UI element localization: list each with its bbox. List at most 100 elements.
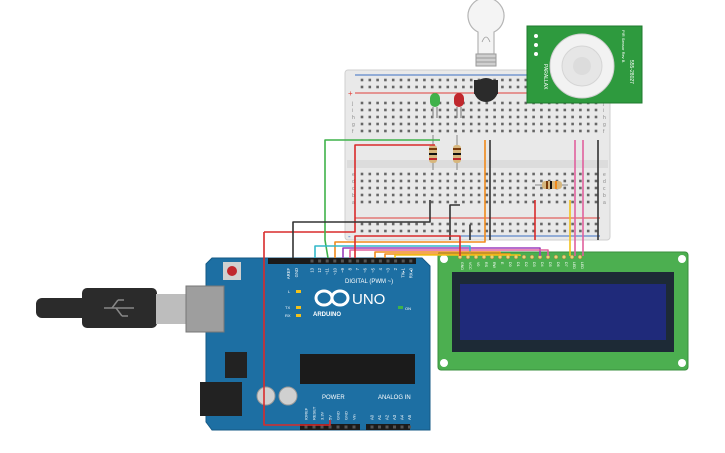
wire-red-5v-loop[interactable] bbox=[263, 232, 331, 426]
row-letter: c bbox=[352, 186, 355, 192]
analog-pin-label: A0 bbox=[370, 414, 375, 420]
digital-pin-label: 12 bbox=[317, 267, 322, 272]
lcd-pin-label: D7 bbox=[564, 262, 568, 267]
digital-pin-label: TX▸1 bbox=[401, 267, 406, 277]
row-letter: g bbox=[603, 122, 606, 128]
lcd-pin-label: LED bbox=[580, 262, 584, 269]
wire-black-2[interactable] bbox=[449, 204, 460, 240]
power-pin-label: GND bbox=[336, 411, 341, 420]
usb-port bbox=[185, 285, 225, 333]
row-letter: j bbox=[602, 101, 604, 107]
pir-side-text-right: 555-28027 bbox=[628, 60, 634, 84]
light-bulb[interactable] bbox=[467, 0, 505, 102]
row-letter: d bbox=[352, 179, 355, 185]
usb-cable[interactable] bbox=[36, 288, 186, 328]
capacitor-2 bbox=[278, 386, 298, 406]
capacitor-1 bbox=[256, 386, 276, 406]
l-led-label: L bbox=[288, 289, 291, 294]
wire-black-gnd[interactable] bbox=[292, 200, 431, 258]
pir-sensor[interactable]: PARALLAX 555-28027 PIR Sensor Rev B bbox=[526, 25, 643, 104]
row-letter: f bbox=[352, 129, 354, 135]
resistor-1[interactable] bbox=[429, 135, 437, 170]
analog-pin-label: A2 bbox=[385, 414, 390, 420]
digital-pin-label: ~5 bbox=[370, 267, 375, 272]
breadboard-holes bbox=[360, 78, 598, 233]
lcd-pin-label: D2 bbox=[524, 262, 528, 267]
digital-pin-label: RX◂0 bbox=[408, 267, 413, 278]
wire-red-lcd[interactable] bbox=[354, 235, 461, 258]
analog-pin-label: A4 bbox=[400, 414, 405, 420]
microcontroller-chip bbox=[300, 354, 415, 384]
lcd-pin-label: RS bbox=[484, 262, 488, 268]
aref-pin-label: AREF bbox=[286, 268, 291, 280]
arduino-logo-text: UNO bbox=[352, 291, 385, 308]
digital-pin-label: 8 bbox=[348, 267, 353, 270]
wires bbox=[263, 139, 599, 426]
wire-red-rail[interactable] bbox=[264, 144, 435, 233]
lcd-display[interactable]: GND VCC V0 RS RW E D0 D1 D2 D3 D4 D5 D6 D7 LED LED bbox=[437, 251, 689, 371]
green-led[interactable] bbox=[430, 93, 440, 118]
tx-led-label: TX bbox=[285, 305, 290, 310]
usb-icon bbox=[104, 299, 134, 317]
wire-cyan-lcd[interactable] bbox=[314, 245, 471, 258]
row-letter: g bbox=[352, 122, 355, 128]
wire-pink-lcd[interactable] bbox=[349, 249, 549, 258]
lcd-pin-header: GND VCC V0 RS RW E D0 D1 D2 D3 D4 D5 D6 D7 LED LED bbox=[457, 254, 584, 270]
pir-top-text: PIR Sensor Rev B bbox=[621, 30, 626, 63]
on-led-label: ON bbox=[405, 306, 411, 311]
row-letter: i bbox=[352, 108, 353, 114]
lcd-pin-label: LED bbox=[572, 262, 576, 269]
row-letter: b bbox=[603, 193, 606, 199]
row-letter: i bbox=[603, 108, 604, 114]
wire-yellow-lcd[interactable] bbox=[394, 254, 521, 258]
power-pin-label: IOREF bbox=[304, 407, 309, 420]
lcd-pin-label: D3 bbox=[532, 262, 536, 267]
red-led[interactable] bbox=[454, 93, 464, 118]
lcd-pin-label: D0 bbox=[508, 262, 512, 267]
power-pin-label: 3.3V bbox=[320, 411, 325, 420]
analog-pin-label: A5 bbox=[407, 414, 412, 420]
lcd-pin-label: D5 bbox=[548, 262, 552, 267]
row-letter: e bbox=[603, 172, 606, 178]
lcd-pin-label: E bbox=[500, 262, 504, 265]
digital-pin-label: 7 bbox=[355, 267, 360, 270]
row-letter: a bbox=[603, 200, 606, 206]
arduino-brand-text: ARDUINO bbox=[313, 312, 341, 318]
pir-side-text-left: PARALLAX bbox=[542, 64, 548, 90]
lcd-pin-label: D1 bbox=[516, 262, 520, 267]
power-pin-label: 5V bbox=[328, 415, 333, 420]
digital-pin-label: ~6 bbox=[363, 267, 368, 272]
resistor-2[interactable] bbox=[453, 135, 461, 170]
lcd-pin-label: RW bbox=[492, 262, 496, 269]
row-letter: j bbox=[351, 101, 353, 107]
row-letter: h bbox=[603, 115, 606, 121]
digital-pin-label: 4 bbox=[378, 267, 383, 270]
lcd-screen bbox=[460, 284, 666, 340]
power-pin-label: RESET bbox=[312, 406, 317, 420]
lcd-pin-label: VCC bbox=[468, 262, 472, 270]
arduino-uno[interactable]: UNO ARDUINO DIGITAL (PWM ~) POWER ANALOG… bbox=[185, 257, 431, 431]
lcd-pin-label: D4 bbox=[540, 262, 544, 267]
arduino-logo-icon bbox=[314, 289, 350, 307]
digital-pwm-label: DIGITAL (PWM ~) bbox=[345, 279, 393, 285]
rail-top-plus-label: + bbox=[348, 89, 353, 98]
analog-in-label: ANALOG IN bbox=[378, 395, 411, 401]
lcd-pin-label: GND bbox=[460, 262, 464, 270]
power-pin-label: Vin bbox=[352, 414, 357, 420]
row-letter: h bbox=[352, 115, 355, 121]
wire-green-led[interactable] bbox=[324, 139, 440, 259]
gnd-pin-label: GND bbox=[294, 268, 299, 277]
lcd-pin-label: D6 bbox=[556, 262, 560, 267]
row-letter: a bbox=[352, 200, 355, 206]
wire-purple-lcd[interactable] bbox=[342, 247, 541, 258]
row-letter: c bbox=[603, 186, 606, 192]
resistor-3[interactable] bbox=[535, 181, 568, 189]
lcd-pin-label: V0 bbox=[476, 262, 480, 266]
digital-pin-label: 13 bbox=[310, 267, 315, 272]
breadboard-center-channel bbox=[347, 160, 608, 168]
row-letter: d bbox=[603, 179, 606, 185]
wire-orange-bulb[interactable] bbox=[334, 140, 486, 258]
analog-pin-label: A3 bbox=[392, 414, 397, 420]
